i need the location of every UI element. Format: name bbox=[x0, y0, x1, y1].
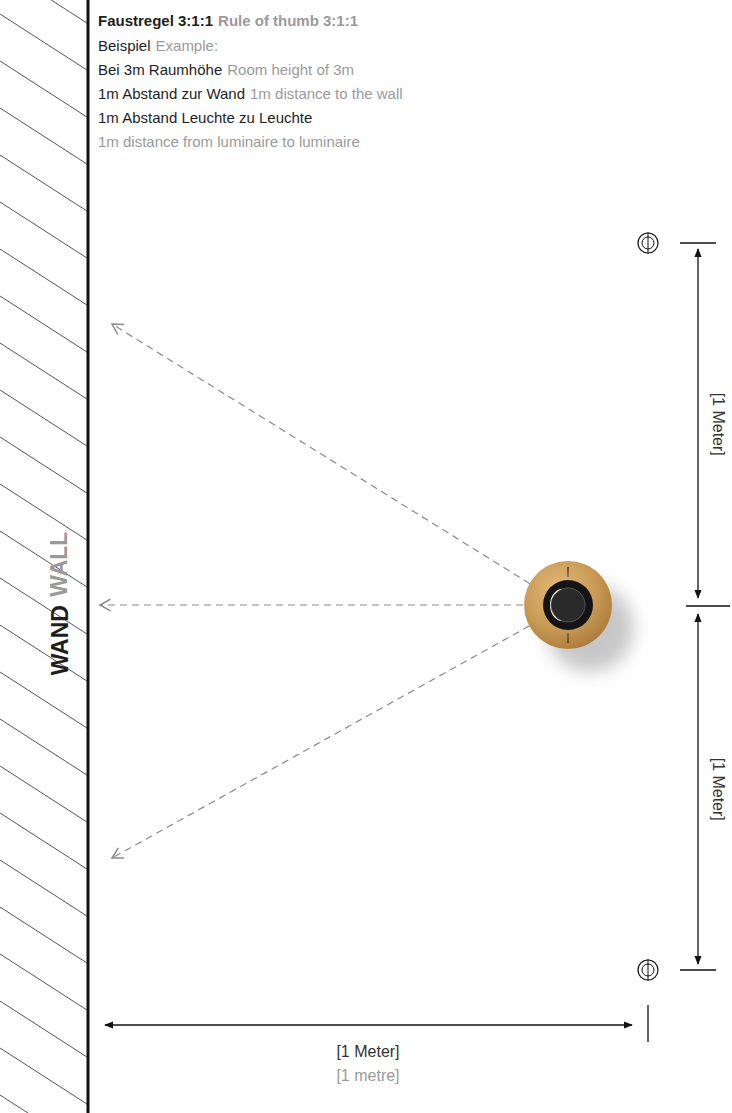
dimension-line bbox=[697, 249, 698, 598]
dimension-label-translation: [1 metre] bbox=[336, 1067, 399, 1085]
hatch-stroke bbox=[0, 578, 87, 636]
luminaire-mark bbox=[567, 567, 569, 577]
luminaire-lens bbox=[551, 588, 585, 622]
light-ray bbox=[112, 620, 540, 858]
hatch-stroke bbox=[0, 202, 87, 260]
hatch-stroke bbox=[0, 108, 87, 166]
luminaire-body bbox=[524, 561, 612, 649]
dimension-lines bbox=[105, 243, 730, 1042]
hatch-stroke bbox=[0, 860, 87, 918]
note: Bei 3m Raumhöhe bbox=[98, 61, 222, 78]
hatch-stroke bbox=[0, 343, 87, 401]
hatch-stroke bbox=[0, 625, 87, 683]
dimension-label: [1 Meter] bbox=[336, 1043, 399, 1061]
heading-translation: Rule of thumb 3:1:1 bbox=[218, 12, 358, 29]
hatch-stroke bbox=[0, 813, 87, 871]
hatch-stroke bbox=[0, 766, 87, 824]
hatch-stroke bbox=[0, 954, 87, 1012]
hatch-stroke bbox=[0, 437, 87, 495]
luminaire-symbol bbox=[638, 232, 658, 254]
hatch-stroke bbox=[0, 0, 87, 25]
hatch-stroke bbox=[0, 719, 87, 777]
heading: Faustregel 3:1:1 bbox=[98, 12, 213, 29]
light-ray bbox=[100, 604, 535, 605]
hatch-stroke bbox=[0, 249, 87, 307]
note: 1m Abstand Leuchte zu Leuchte bbox=[98, 109, 312, 126]
extension-line bbox=[686, 605, 730, 606]
luminaire-opening bbox=[543, 580, 593, 630]
note-translation: Example: bbox=[156, 37, 219, 54]
hatch-stroke bbox=[0, 531, 87, 589]
hatch-stroke bbox=[0, 672, 87, 730]
hatch-stroke bbox=[0, 390, 87, 448]
extension-line bbox=[680, 969, 716, 970]
wall-line bbox=[87, 0, 90, 1113]
hatch-stroke bbox=[0, 1095, 87, 1113]
dimension-label: [1 Meter] bbox=[709, 757, 727, 820]
wall-label: WAND bbox=[47, 605, 73, 675]
wall-label-translation: WALL bbox=[47, 532, 73, 597]
light-ray bbox=[112, 324, 540, 590]
hatch-stroke bbox=[0, 61, 87, 119]
light-rays bbox=[100, 324, 540, 858]
hatch-stroke bbox=[0, 1001, 87, 1059]
luminaire bbox=[524, 561, 634, 672]
hatch-stroke bbox=[0, 296, 87, 354]
wall-hatching bbox=[0, 0, 87, 1113]
extension-line bbox=[647, 1005, 648, 1042]
hatch-stroke bbox=[0, 484, 87, 542]
hatch-stroke bbox=[0, 155, 87, 213]
note-translation: 1m distance to the wall bbox=[250, 85, 403, 102]
note-translation: 1m distance from luminaire to luminaire bbox=[98, 133, 360, 150]
note: 1m Abstand zur Wand bbox=[98, 85, 245, 102]
hatch-stroke bbox=[0, 1048, 87, 1106]
dimension-line bbox=[697, 614, 698, 964]
luminaire-symbol bbox=[638, 959, 658, 981]
luminaire-mark bbox=[567, 633, 569, 643]
dimension-label: [1 Meter] bbox=[709, 392, 727, 455]
extension-line bbox=[680, 242, 716, 243]
hatch-stroke bbox=[0, 907, 87, 965]
dimension-line bbox=[105, 1024, 632, 1025]
note: Beispiel bbox=[98, 37, 151, 54]
note-translation: Room height of 3m bbox=[227, 61, 354, 78]
lens-highlight bbox=[550, 589, 562, 621]
hatch-stroke bbox=[0, 14, 87, 72]
